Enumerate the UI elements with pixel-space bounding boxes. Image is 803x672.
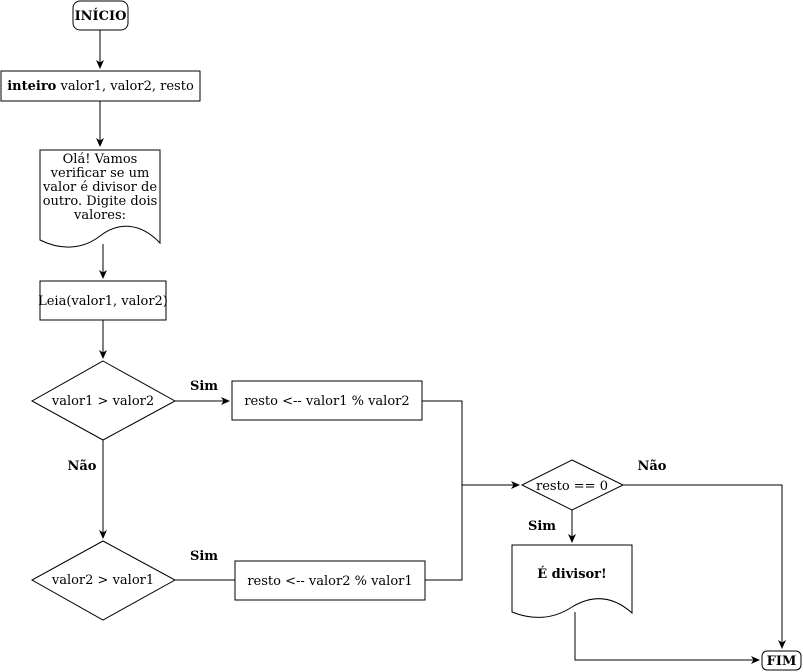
edge-label-d3-yes: Sim — [528, 519, 556, 534]
assign-2-label: resto <-- valor2 % valor1 — [247, 574, 412, 589]
decision-3-label: resto == 0 — [536, 479, 608, 494]
declare-node: inteiro valor1, valor2, resto — [0, 70, 201, 102]
declare-vars: valor1, valor2, resto — [56, 79, 194, 94]
message-line-2: verificar se um — [50, 166, 150, 181]
start-label: INÍCIO — [75, 8, 127, 24]
assign-1-node: resto <-- valor1 % valor2 — [231, 380, 423, 421]
edge-decision3-end — [623, 484, 786, 649]
declare-keyword: inteiro — [7, 79, 56, 94]
decision-2-label: valor2 > valor1 — [51, 573, 154, 588]
edge-assign2-merge — [425, 485, 463, 581]
read-node: Leia(valor1, valor2) — [38, 280, 168, 321]
edge-assign1-merge — [422, 400, 463, 485]
end-node: FIM — [761, 650, 802, 671]
read-label: Leia(valor1, valor2) — [38, 294, 168, 309]
edge-label-d2-yes: Sim — [190, 549, 218, 564]
decision-3-node: resto == 0 — [520, 459, 625, 511]
assign-1-label: resto <-- valor1 % valor2 — [244, 394, 409, 409]
decision-1-label: valor1 > valor2 — [51, 394, 154, 409]
edge-label-d1-yes: Sim — [190, 379, 218, 394]
edge-output-end — [574, 612, 760, 664]
edge-labels: Sim Não Sim Não Sim — [68, 379, 667, 564]
edge-label-d1-no: Não — [68, 459, 97, 474]
decision-1-node: valor1 > valor2 — [30, 360, 177, 441]
message-line-5: valores: — [73, 208, 126, 223]
message-line-4: outro. Digite dois — [43, 194, 158, 209]
output-node: É divisor! — [511, 544, 633, 618]
edge-label-d3-no: Não — [638, 459, 667, 474]
decision-2-node: valor2 > valor1 — [30, 540, 177, 621]
end-label: FIM — [767, 654, 797, 669]
message-line-3: valor é divisor de — [42, 180, 157, 195]
output-label: É divisor! — [537, 566, 607, 582]
edges — [96, 30, 786, 664]
message-line-1: Olá! Vamos — [63, 152, 138, 167]
declare-label: inteiro valor1, valor2, resto — [7, 79, 194, 94]
assign-2-node: resto <-- valor2 % valor1 — [234, 560, 426, 601]
message-node: Olá! Vamos verificar se um valor é divis… — [39, 149, 161, 248]
start-node: INÍCIO — [72, 0, 129, 31]
